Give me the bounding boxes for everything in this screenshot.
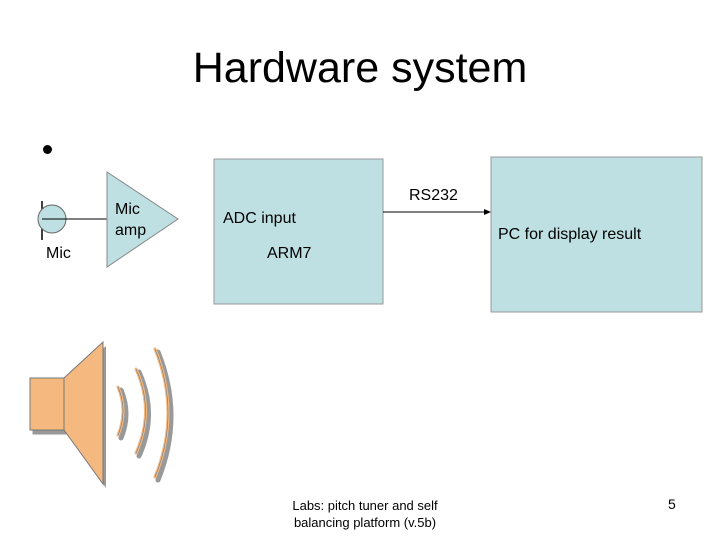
pc-box — [490, 156, 703, 313]
sound-waves-icon — [116, 347, 174, 483]
mic-amp-label: Mic amp — [115, 201, 147, 239]
rs232-arrowhead — [484, 209, 491, 215]
page-number: 5 — [668, 496, 676, 512]
arm7-label: ARM7 — [267, 245, 312, 262]
slide-footer: Labs: pitch tuner and self balancing pla… — [292, 498, 438, 530]
bullet-point — [43, 145, 52, 154]
microphone-icon — [37, 201, 67, 240]
arm7-box — [213, 158, 384, 305]
pc-label: PC for display result — [498, 226, 642, 243]
adc-input-label: ADC input — [223, 210, 296, 227]
mic-label: Mic — [46, 245, 71, 262]
mic-amp-triangle — [106, 171, 179, 268]
slide-title: Hardware system — [192, 44, 528, 92]
rs232-label: RS232 — [409, 187, 458, 204]
speaker-icon — [29, 340, 106, 488]
